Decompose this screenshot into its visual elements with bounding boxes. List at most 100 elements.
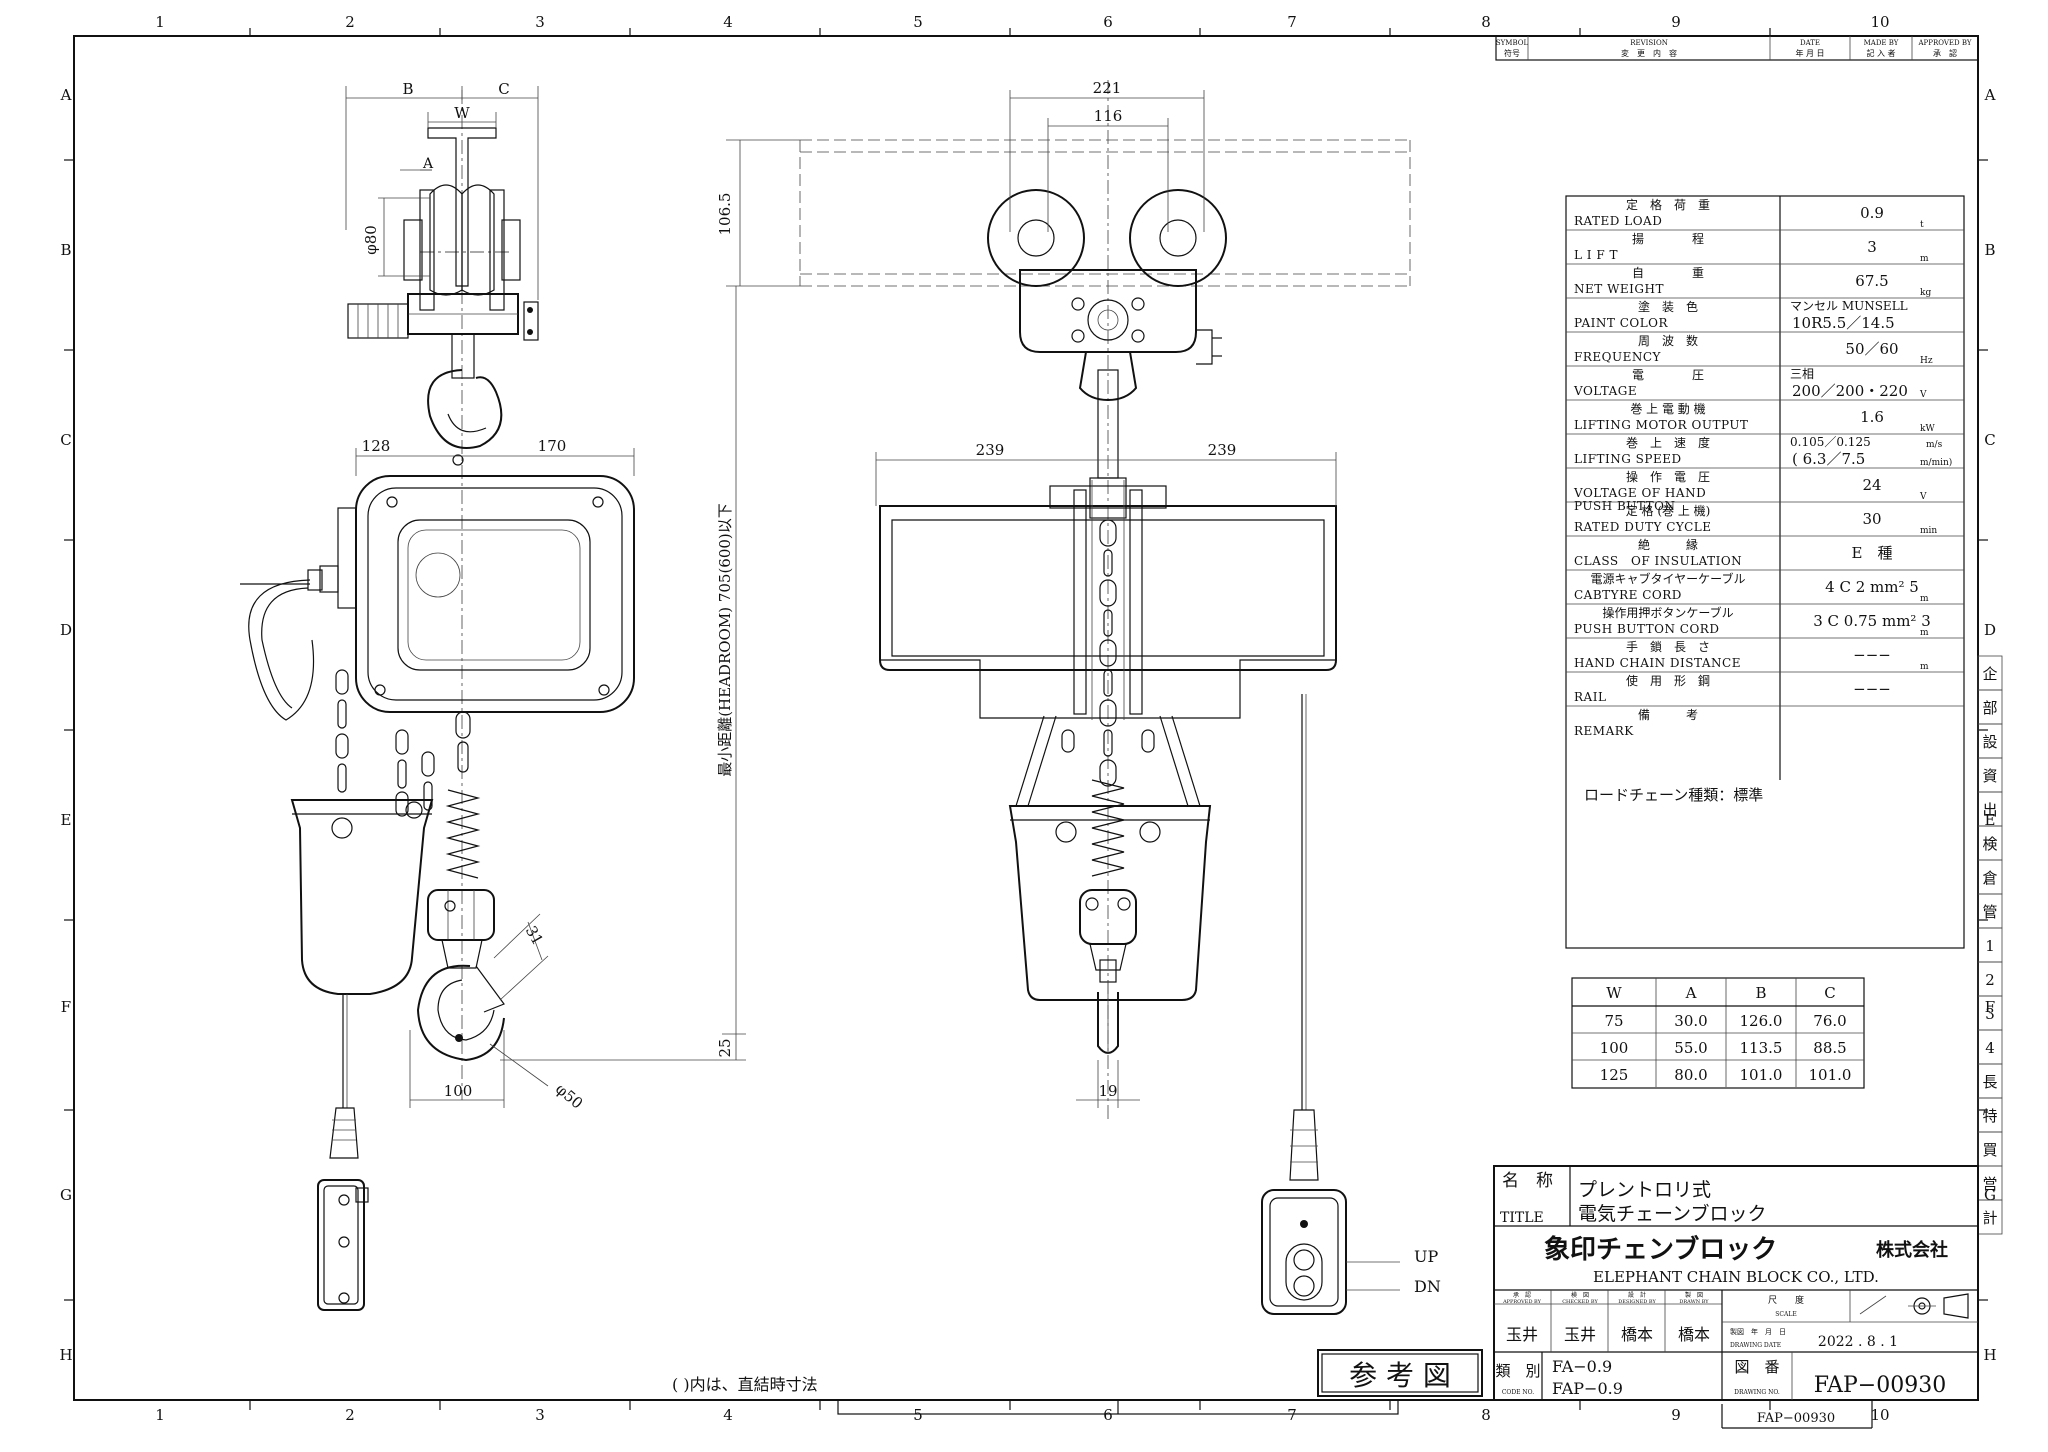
spec-label-jp: 自 重 <box>1632 266 1704 280</box>
sign-label-drawn-jp: 製 図 <box>1685 1291 1703 1299</box>
signature-checked: 玉井 <box>1564 1325 1596 1344</box>
spec-value: 3 C 0.75 mm² 3 <box>1813 612 1931 630</box>
rev-madeby-jp: 記 入 者 <box>1866 48 1895 58</box>
type-label-en: CODE NO. <box>1502 1389 1534 1396</box>
dim-W: W <box>454 104 470 122</box>
spec-unit: V <box>1919 390 1927 400</box>
dim-table-cell: 76.0 <box>1813 1012 1846 1030</box>
spec-value-top: 三相 <box>1790 367 1814 381</box>
drawing-date-label-en: DRAWING DATE <box>1730 1342 1781 1349</box>
grid-row-label-left: C <box>60 431 71 449</box>
signature-drawn: 橋本 <box>1678 1325 1710 1344</box>
approval-strip-label: 部 <box>1982 699 1997 717</box>
grid-col-label-top: 9 <box>1671 13 1681 31</box>
grid-row-label-left: D <box>60 621 72 639</box>
rev-date-jp: 年 月 日 <box>1795 48 1824 58</box>
grid-row-label-right: G <box>1984 1186 1996 1204</box>
approval-strip-label: 管 <box>1982 903 1997 921</box>
grid-col-label-bottom: 1 <box>155 1406 165 1424</box>
approval-strip-label: 買 <box>1982 1141 1997 1159</box>
grid-row-label-right: H <box>1983 1346 1996 1364</box>
grid-row-label-right: F <box>1985 998 1995 1016</box>
dim-table-header: B <box>1755 984 1766 1002</box>
spec-label-jp: 揚 程 <box>1632 231 1704 246</box>
spec-label-en: LIFTING SPEED <box>1574 452 1682 466</box>
title-line2: 電気チェーンブロック <box>1578 1202 1766 1225</box>
spec-value: 3 <box>1867 238 1877 256</box>
spec-unit: V <box>1919 492 1927 502</box>
spec-value: 24 <box>1862 476 1881 494</box>
spec-unit-top: m/s <box>1926 440 1943 450</box>
spec-unit: m <box>1920 628 1929 638</box>
spec-unit: m <box>1920 594 1929 604</box>
dim-table-cell: 55.0 <box>1674 1039 1707 1057</box>
spec-label-en: LIFTING MOTOR OUTPUT <box>1574 418 1748 432</box>
spec-label-jp: 手 鎖 長 さ <box>1626 639 1710 654</box>
spec-label-en2: PUSH BUTTON <box>1574 499 1675 513</box>
company-kk: 株式会社 <box>1876 1239 1948 1261</box>
spec-label-en: RAIL <box>1574 690 1606 704</box>
dim-239-left: 239 <box>976 441 1005 459</box>
spec-value: 67.5 <box>1855 272 1888 290</box>
drawing-no-label-en: DRAWING NO. <box>1734 1389 1780 1396</box>
spec-label-jp: 巻 上 速 度 <box>1626 435 1710 450</box>
spec-label-en: L I F T <box>1574 248 1618 262</box>
dim-table-cell: 88.5 <box>1813 1039 1846 1057</box>
grid-row-label-right: C <box>1984 431 1995 449</box>
spec-value: 1.6 <box>1860 408 1884 426</box>
side-view: B C W A φ80 128 170 31 100 φ50 <box>240 80 635 1311</box>
spec-label-en: REMARK <box>1574 724 1634 738</box>
spec-label-en: NET WEIGHT <box>1574 282 1664 296</box>
title-name-label-en: TITLE <box>1500 1210 1544 1226</box>
spec-label-jp: 定 格 荷 重 <box>1626 197 1710 212</box>
drawing-date-value: 2022 . 8 . 1 <box>1818 1334 1898 1350</box>
dim-116: 116 <box>1094 107 1123 125</box>
dim-table-cell: 101.0 <box>1740 1066 1783 1084</box>
dim-19: 19 <box>1098 1082 1117 1100</box>
spec-unit: Hz <box>1920 356 1933 366</box>
dim-table-header: A <box>1685 984 1697 1002</box>
spec-label-en: PUSH BUTTON CORD <box>1574 622 1719 636</box>
grid-col-label-bottom: 2 <box>345 1406 355 1424</box>
rev-madeby-en: MADE BY <box>1864 39 1899 47</box>
grid-row-label-right: D <box>1984 621 1996 639</box>
footnote: ( )内は、直結時寸法 <box>672 1375 818 1394</box>
spec-unit: kW <box>1920 424 1935 434</box>
pendant-up-label: UP <box>1414 1247 1438 1266</box>
dim-B: B <box>402 80 413 98</box>
approval-strip-label: 4 <box>1985 1039 1995 1057</box>
dim-table-cell: 113.5 <box>1740 1039 1783 1057</box>
grid-col-label-top: 7 <box>1287 13 1297 31</box>
spec-label-en: VOLTAGE <box>1573 384 1637 398</box>
title-block: 名 称 TITLE プレントロリ式 電気チェーンブロック 象印チェンブロック 株… <box>1493 1165 1979 1429</box>
grid-col-label-top: 10 <box>1870 13 1889 31</box>
spec-label-jp: 操 作 電 圧 <box>1626 469 1710 484</box>
grid-col-label-top: 4 <box>723 13 733 31</box>
scale-label-jp: 尺 度 <box>1768 1294 1804 1306</box>
grid-col-label-bottom: 8 <box>1481 1406 1491 1424</box>
spec-unit: t <box>1920 220 1924 230</box>
spec-label-en: CABTYRE CORD <box>1574 588 1682 602</box>
grid-col-label-top: 3 <box>535 13 545 31</box>
spec-value: ( 6.3／7.5 <box>1792 450 1865 468</box>
dim-table-cell: 80.0 <box>1674 1066 1707 1084</box>
spec-label-en: FREQUENCY <box>1574 350 1662 364</box>
sign-label-checked-jp: 検 図 <box>1571 1291 1589 1299</box>
dim-phi80: φ80 <box>362 225 380 255</box>
spec-note: ロードチェーン種類：標準 <box>1584 786 1763 804</box>
dim-headroom: 最小距離(HEADROOM) 705(600)以下 <box>716 503 734 777</box>
grid-col-label-bottom: 9 <box>1671 1406 1681 1424</box>
approval-strip-label: 企 <box>1982 665 1997 683</box>
dim-table-header: W <box>1606 984 1622 1002</box>
spec-label-en: HAND CHAIN DISTANCE <box>1574 656 1741 670</box>
dim-C: C <box>498 80 509 98</box>
spec-label-en: CLASS OF INSULATION <box>1574 554 1742 568</box>
grid-col-label-top: 6 <box>1103 13 1113 31</box>
drawing-number-small: FAP−00930 <box>1757 1411 1835 1426</box>
company-name-en: ELEPHANT CHAIN BLOCK CO., LTD. <box>1593 1268 1879 1286</box>
approval-strip-label: 3 <box>1985 1005 1995 1023</box>
drawing-number: FAP−00930 <box>1814 1373 1946 1398</box>
type-label-jp: 類 別 <box>1495 1362 1540 1380</box>
